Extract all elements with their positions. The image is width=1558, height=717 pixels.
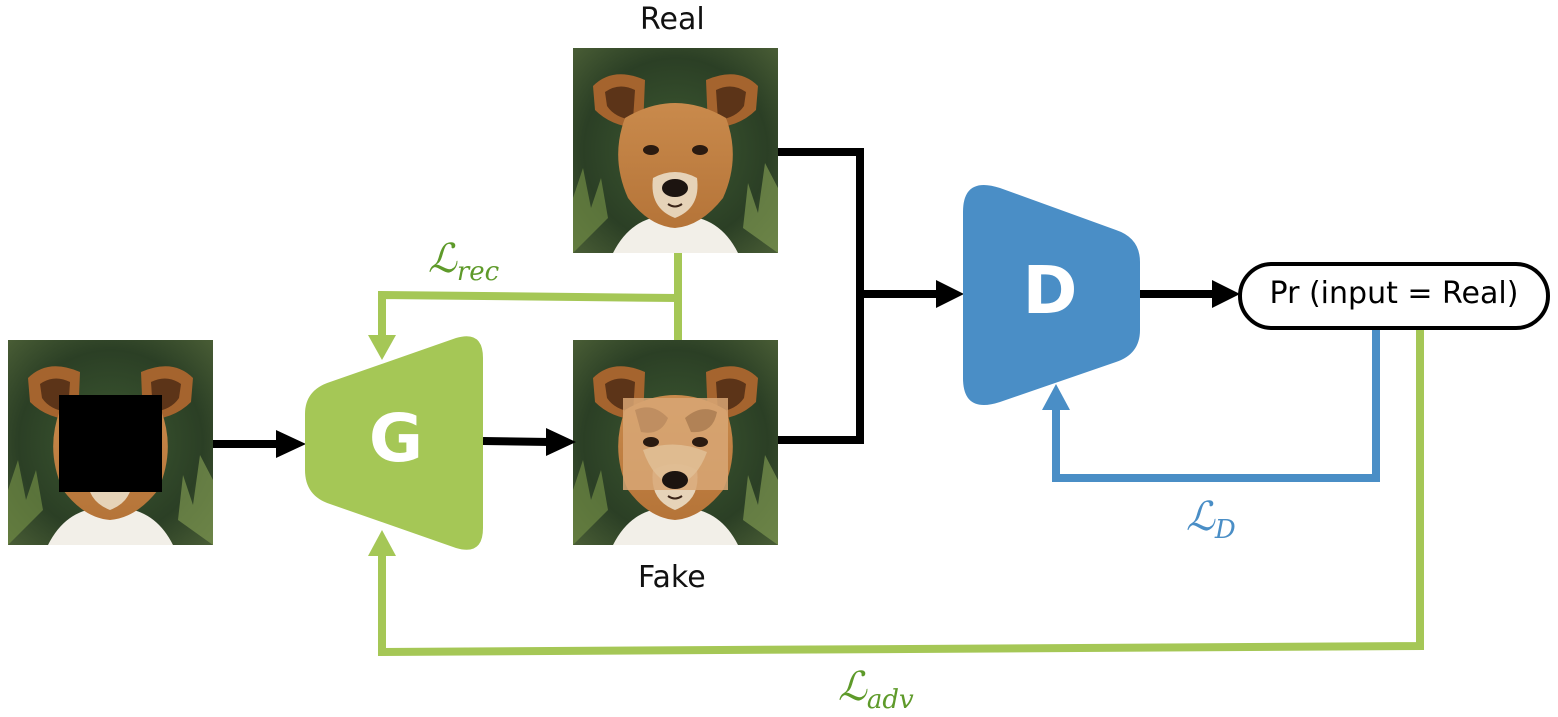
- adv-loss-script: ℒ: [838, 664, 867, 710]
- rec-loss-label: ℒrec: [428, 236, 499, 287]
- discriminator-letter: D: [1022, 252, 1078, 329]
- real-and-fake-merge-line: [778, 148, 864, 444]
- rec-loss-script: ℒ: [428, 236, 457, 282]
- d-to-output-arrow: [1140, 280, 1240, 308]
- rec-loss-subscript: rec: [456, 257, 500, 287]
- generator-block: [305, 336, 483, 550]
- adv-loss-arrowhead: [368, 530, 396, 556]
- d-loss-path: [1052, 330, 1380, 482]
- adv-loss-label: ℒadv: [838, 664, 914, 715]
- mask-square: [59, 395, 162, 492]
- d-loss-script: ℒ: [1186, 494, 1215, 540]
- real-image: [573, 48, 778, 253]
- output-box: [1238, 262, 1550, 330]
- generator-letter: G: [368, 400, 424, 477]
- masked-input-image: [8, 340, 213, 545]
- g-to-fake-arrow: [482, 428, 576, 456]
- merge-to-d-arrow: [860, 280, 964, 308]
- discriminator-block: [963, 185, 1140, 405]
- d-loss-subscript: D: [1214, 515, 1236, 545]
- d-loss-label: ℒD: [1186, 494, 1236, 545]
- input-to-g-arrow: [213, 430, 306, 458]
- adv-loss-path: [378, 330, 1424, 657]
- adv-loss-subscript: adv: [866, 685, 914, 715]
- fake-image: [573, 340, 778, 545]
- rec-loss-arrowhead: [368, 335, 396, 360]
- rec-loss-path: [378, 253, 682, 345]
- d-loss-arrowhead: [1042, 384, 1070, 410]
- real-label: Real: [640, 2, 705, 37]
- output-label: Pr (input = Real): [1269, 276, 1519, 311]
- fake-label: Fake: [638, 560, 706, 595]
